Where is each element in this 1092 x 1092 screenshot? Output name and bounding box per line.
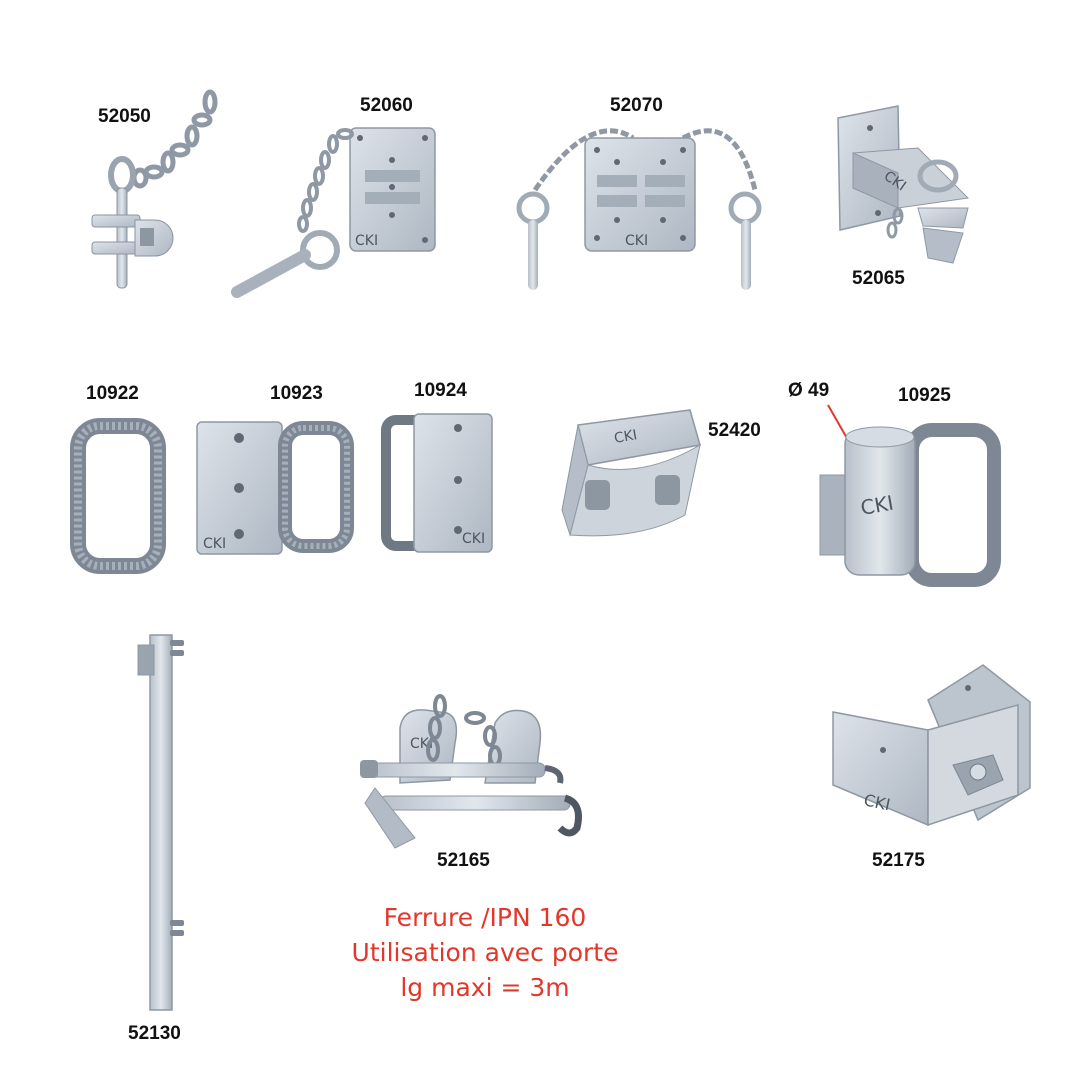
cki-mark: CKI [625, 233, 648, 249]
dimension-leader-line [827, 404, 849, 441]
part-code-52175: 52175 [872, 850, 925, 871]
part-code-52165: 52165 [437, 850, 490, 871]
part-52070-illustration: CKI [505, 120, 775, 295]
cki-mark: CKI [613, 427, 639, 447]
dimension-label: Ø 49 [788, 380, 830, 401]
cki-mark: CKI [862, 790, 892, 814]
part-code-52130: 52130 [128, 1023, 181, 1044]
part-10925-illustration: CKI [800, 404, 1015, 590]
cki-mark: CKI [355, 233, 378, 249]
cki-mark: CKI [859, 491, 896, 520]
cki-mark: CKI [203, 536, 226, 552]
part-code-10924: 10924 [414, 380, 467, 401]
note-line-1: Ferrure /IPN 160 [383, 903, 587, 932]
note-line-2: Utilisation avec porte [351, 938, 619, 967]
part-code-52065: 52065 [852, 268, 905, 289]
part-10922-illustration [70, 418, 170, 574]
part-code-10923: 10923 [270, 383, 323, 404]
part-10924-illustration: CKI [380, 412, 500, 557]
part-52175-illustration: CKI [828, 660, 1033, 835]
part-code-52060: 52060 [360, 95, 413, 116]
part-52165-illustration: CKI [355, 688, 585, 858]
cki-mark: CKI [462, 531, 485, 547]
part-code-10925: 10925 [898, 385, 951, 406]
part-52050-illustration [80, 80, 230, 300]
part-10923-illustration: CKI [195, 418, 360, 558]
installation-note: Ferrure /IPN 160 Utilisation avec porte … [330, 900, 640, 1005]
part-52130-illustration [130, 630, 190, 1015]
part-code-52420: 52420 [708, 420, 761, 441]
part-52065-illustration: CKI [828, 98, 978, 268]
part-52420-illustration: CKI [560, 405, 710, 550]
note-line-3: lg maxi = 3m [400, 973, 570, 1002]
part-code-52070: 52070 [610, 95, 663, 116]
part-code-10922: 10922 [86, 383, 139, 404]
part-code-52050: 52050 [98, 106, 151, 127]
part-52060-illustration: CKI [225, 120, 445, 305]
